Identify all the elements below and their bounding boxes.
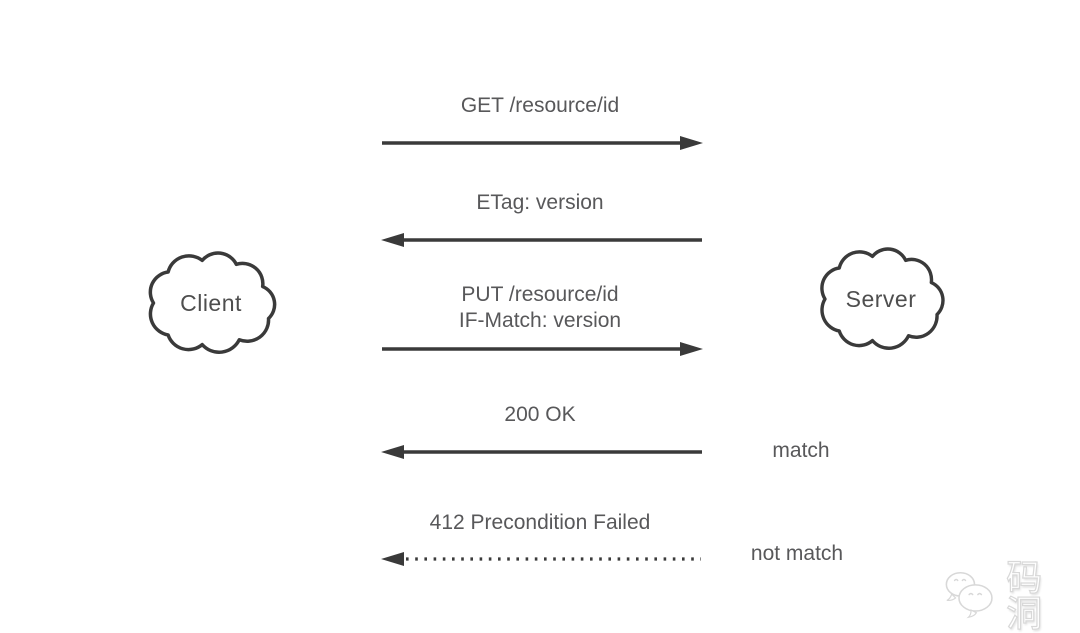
message-label-put-line1: PUT /resource/id <box>461 283 619 306</box>
watermark-text: 码洞 <box>1006 557 1045 633</box>
cloud-shape <box>148 251 277 354</box>
server-node: Server <box>806 239 956 359</box>
message-label-412: 412 Precondition Failed <box>429 511 651 534</box>
watermark: 码洞 <box>942 557 1080 633</box>
message-label-etag: ETag: version <box>476 191 604 214</box>
message-label-put-line2: IF-Match: version <box>458 309 622 332</box>
arrow-200-response-left <box>381 445 702 459</box>
message-label-put: PUT /resource/id IF-Match: version <box>459 282 621 334</box>
message-label-get: GET /resource/id <box>460 94 620 117</box>
client-node: Client <box>134 243 288 363</box>
wechat-icon <box>945 571 993 619</box>
client-label: Client <box>180 289 242 316</box>
arrow-put-request-right <box>382 342 703 356</box>
arrow-412-response-left-dotted <box>381 552 701 566</box>
message-label-200-ok: 200 OK <box>504 403 576 426</box>
note-match: match <box>772 439 830 462</box>
note-not-match: not match <box>750 542 844 565</box>
cloud-shape <box>820 247 945 350</box>
server-label: Server <box>845 285 917 312</box>
arrow-get-request-right <box>382 136 703 150</box>
arrow-etag-response-left <box>381 233 702 247</box>
